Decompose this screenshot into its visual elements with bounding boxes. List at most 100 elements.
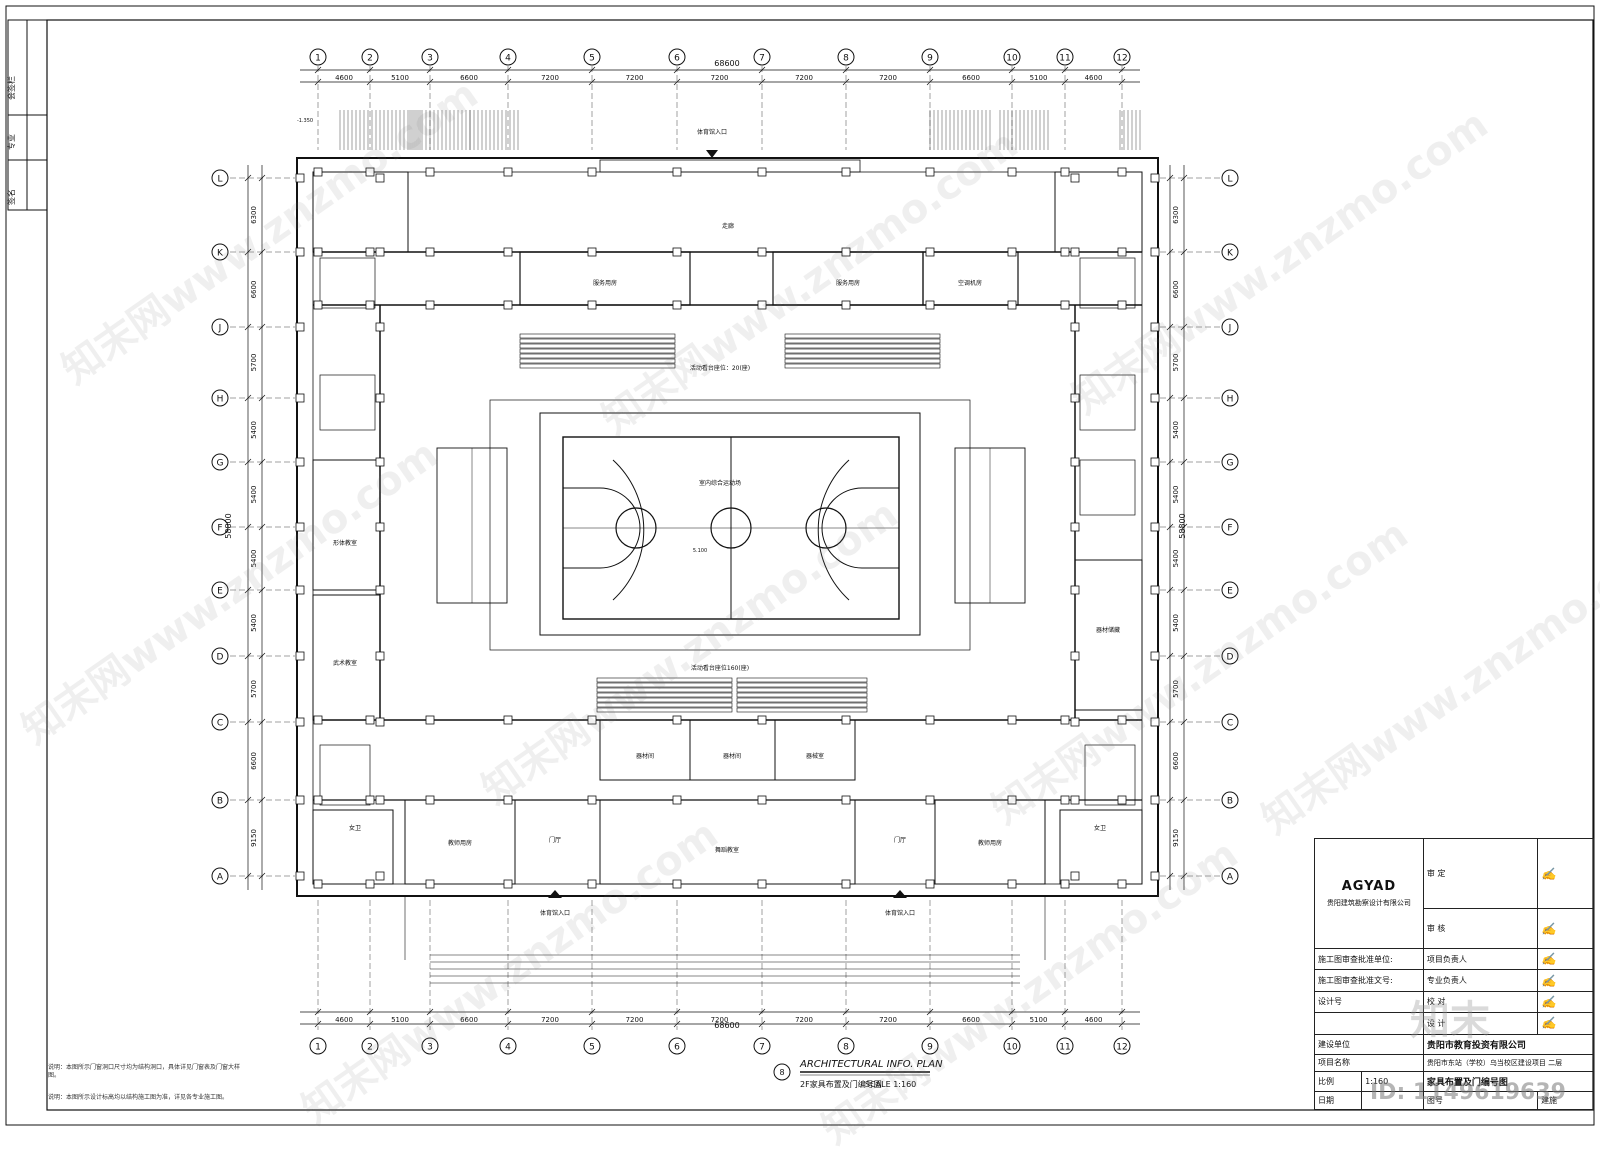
bleacher-row [519,353,676,359]
bleacher-row [784,343,941,349]
entry-arrows [548,150,907,898]
room-equip-right [1074,559,1143,711]
axis-label: 11 [1059,1043,1070,1053]
bleacher-row [596,702,733,708]
room-service-a [519,251,691,306]
dimension-value: 5400 [1172,614,1180,632]
axis-label: E [1227,587,1233,597]
axis-label: 5 [589,54,595,64]
dimension-tick [426,1020,434,1028]
sports-hall [436,333,1026,713]
bleacher-row [784,358,941,364]
column [587,879,597,889]
column [295,173,305,183]
corridor-label: 走廊 [722,222,734,230]
sidebar-item-0: 会签栏 [6,76,16,100]
signature: ✍ [1537,908,1594,949]
column [425,879,435,889]
column [1070,651,1080,661]
column [587,795,597,805]
axis-label: 3 [427,1043,433,1053]
column [672,879,682,889]
axis-bubble [668,1037,686,1055]
bleacher-row [596,692,733,698]
scale-label: 比例 [1313,1071,1363,1093]
dimension-tick [926,78,934,86]
bleacher-row [519,363,676,369]
column [365,715,375,725]
column [672,795,682,805]
office-right-label: 教师用房 [978,839,1002,847]
bleacher-row [736,707,868,713]
bleacher-row [519,348,676,354]
column [587,300,597,310]
axis-label: 12 [1116,1043,1127,1053]
column [313,795,323,805]
column [1070,322,1080,332]
column [375,795,385,805]
bleacher-row [519,343,676,349]
entry-left-label: 体育馆入口 [540,909,570,917]
dimension-value: 7200 [879,74,897,82]
bleacher-row [784,338,941,344]
column [425,715,435,725]
axis-label: L [217,175,222,185]
column [1150,247,1160,257]
column [1117,167,1127,177]
column [925,795,935,805]
column [375,322,385,332]
column [1150,393,1160,403]
axis-bubble [753,48,771,66]
column [295,393,305,403]
room-service-b [772,251,924,306]
axis-bubble [1221,243,1239,261]
axis-bubble [211,581,229,599]
axis-bubble [837,1037,855,1055]
dimension-tick [758,78,766,86]
axis-label: 6 [674,54,680,64]
axis-label: E [217,587,223,597]
column [757,715,767,725]
column [295,457,305,467]
dimension-lines [244,66,1188,1028]
court-level: 5.100 [693,548,707,554]
dimension-value: 4600 [1085,74,1103,82]
lobby-right-label: 门厅 [894,836,906,844]
stands-top-label: 活动看台座位：20(座) [690,364,750,372]
dimension-tick [588,1020,596,1028]
column [1060,715,1070,725]
dimension-tick [366,1020,374,1028]
axis-bubble [753,1037,771,1055]
equip-b-label: 器材间 [723,752,741,760]
note-line: 说明：本图所示门窗洞口尺寸均为结构洞口，具体详见门窗表及门窗大样图。 [48,1064,241,1079]
axis-label: 2 [367,54,373,64]
column [672,167,682,177]
date-label: 日期 [1313,1091,1363,1110]
bleacher-row [519,338,676,344]
axis-label: 1 [315,54,321,64]
bleacher-row [736,702,868,708]
dimension-value: 6600 [1172,752,1180,770]
axis-bubble [1221,453,1239,471]
column [1007,879,1017,889]
project-name: 贵阳市东站（学校）乌当校区建设项目 二层 [1422,1053,1595,1073]
axis-label: 1 [315,1043,321,1053]
dimension-value: 4600 [1085,1016,1103,1024]
stair-blocks [319,257,1136,806]
dimension-value: 7200 [711,74,729,82]
column [375,522,385,532]
axis-label: 4 [505,1043,511,1053]
column [295,871,305,881]
column [925,879,935,889]
dimension-value: 7200 [541,1016,559,1024]
axis-bubble [1221,713,1239,731]
bleacher-row [784,348,941,354]
axis-bubble [1221,389,1239,407]
wc-top-right [1054,171,1143,253]
column [1070,457,1080,467]
room-wushu [312,594,381,721]
note-line: 说明：本图所示设计标高均以结构施工图为准，详见各专业施工图。 [48,1094,229,1101]
top-ramp-hatch [339,110,1141,150]
column [587,715,597,725]
